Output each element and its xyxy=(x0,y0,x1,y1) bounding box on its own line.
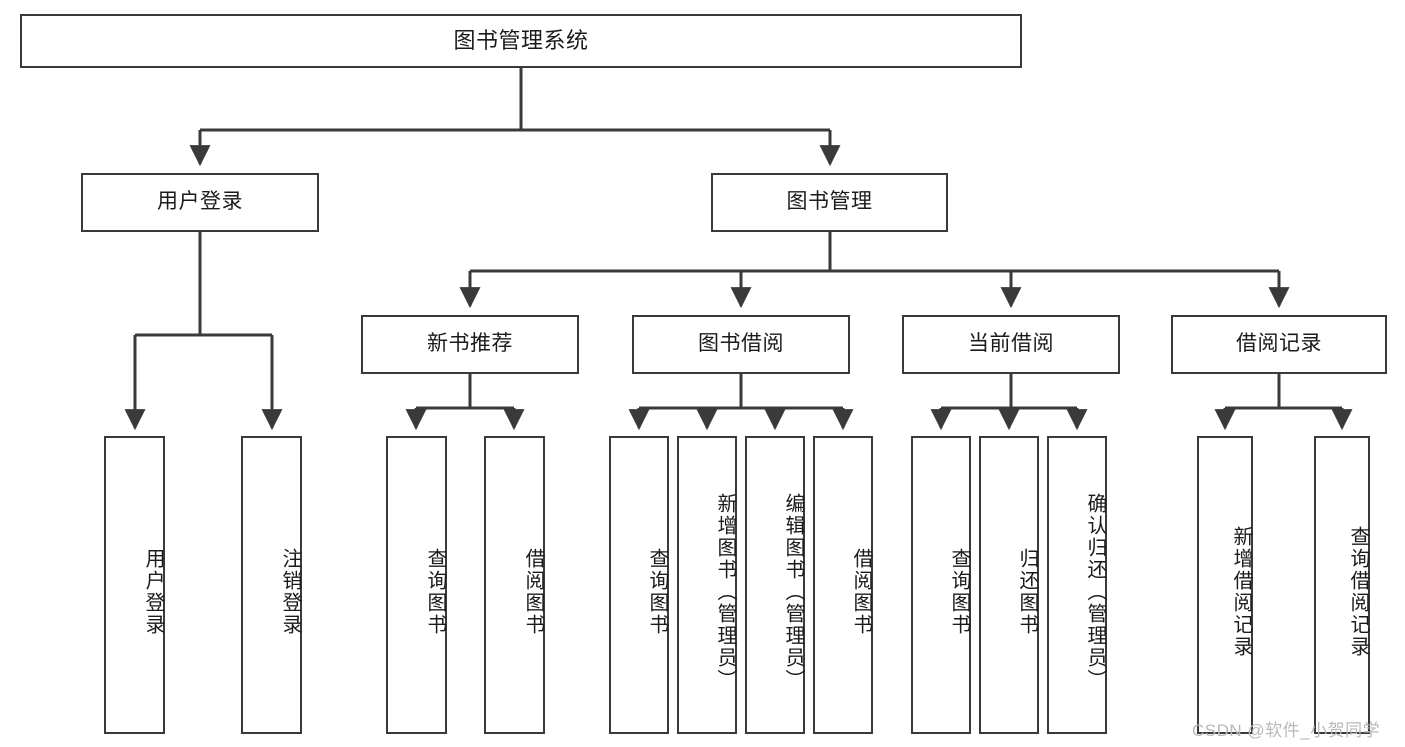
node-label: 确认归还（管理员） xyxy=(1084,493,1106,691)
node-label: 查询图书 xyxy=(646,548,668,636)
node-new-book-recommend[interactable]: 新书推荐 xyxy=(361,315,579,374)
node-label: 借阅图书 xyxy=(850,548,872,636)
csdn-watermark: CSDN @软件_小贺同学 xyxy=(1192,721,1381,740)
node-label: 查询图书 xyxy=(948,548,970,636)
node-confirm-return-admin[interactable]: 确认归还（管理员） xyxy=(1047,436,1107,734)
node-borrow-record[interactable]: 借阅记录 xyxy=(1171,315,1387,374)
node-logout-action[interactable]: 注销登录 xyxy=(241,436,302,734)
node-user-login[interactable]: 用户登录 xyxy=(81,173,319,232)
node-label: 新增借阅记录 xyxy=(1230,526,1252,658)
node-borrow-book-1[interactable]: 借阅图书 xyxy=(484,436,545,734)
node-label: 用户登录 xyxy=(142,548,164,636)
node-label: 归还图书 xyxy=(1016,548,1038,636)
node-query-borrow-record[interactable]: 查询借阅记录 xyxy=(1314,436,1370,734)
node-query-book-2[interactable]: 查询图书 xyxy=(609,436,669,734)
node-borrow-book-2[interactable]: 借阅图书 xyxy=(813,436,873,734)
node-user-login-action[interactable]: 用户登录 xyxy=(104,436,165,734)
node-book-borrow[interactable]: 图书借阅 xyxy=(632,315,850,374)
node-edit-book-admin[interactable]: 编辑图书（管理员） xyxy=(745,436,805,734)
node-label: 新增图书（管理员） xyxy=(714,493,736,691)
node-query-book-3[interactable]: 查询图书 xyxy=(911,436,971,734)
node-current-borrow[interactable]: 当前借阅 xyxy=(902,315,1120,374)
node-return-book[interactable]: 归还图书 xyxy=(979,436,1039,734)
node-label: 编辑图书（管理员） xyxy=(782,493,804,691)
node-label: 借阅图书 xyxy=(522,548,544,636)
node-label: 查询借阅记录 xyxy=(1347,526,1369,658)
node-book-manage[interactable]: 图书管理 xyxy=(711,173,948,232)
node-root-book-management-system[interactable]: 图书管理系统 xyxy=(20,14,1022,68)
node-add-book-admin[interactable]: 新增图书（管理员） xyxy=(677,436,737,734)
node-add-borrow-record[interactable]: 新增借阅记录 xyxy=(1197,436,1253,734)
node-query-book-1[interactable]: 查询图书 xyxy=(386,436,447,734)
node-label: 注销登录 xyxy=(279,548,301,636)
node-label: 查询图书 xyxy=(424,548,446,636)
